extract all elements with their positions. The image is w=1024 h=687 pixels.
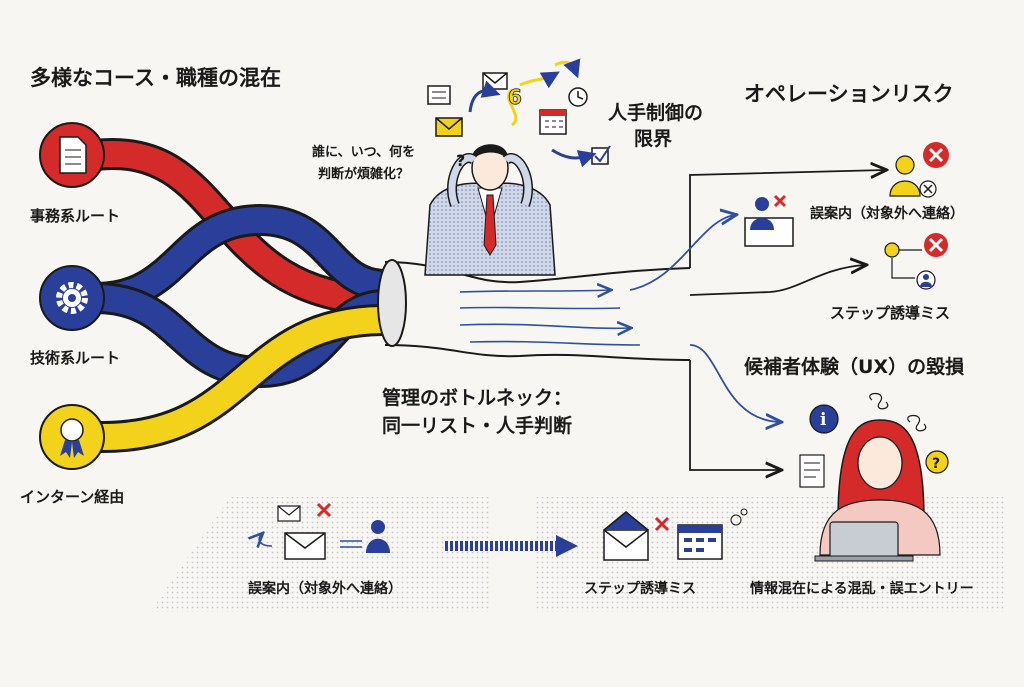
bottom-label-step-error: ステップ誘導ミス <box>584 581 696 597</box>
gear-icon <box>39 265 105 331</box>
heading-operation-risk: オペレーションリスク <box>744 82 954 106</box>
envelope-yellow-icon <box>435 117 463 137</box>
risk-ux-damage-label: 候補者体験（UX）の毀損 <box>744 356 965 378</box>
manager-question-line2: 判断が煩雑化？ <box>318 167 410 182</box>
ribbon-award-icon <box>39 404 105 470</box>
manual-control-limit: 人手制御の 限界 <box>608 100 703 152</box>
route-label-office: 事務系ルート <box>30 207 121 225</box>
bottom-step-error-icon <box>603 508 748 561</box>
flow-arrows <box>459 170 885 470</box>
frustrated-candidate-illustration: i ? <box>799 392 949 562</box>
step-error-icon <box>884 233 948 290</box>
svg-text:?: ? <box>932 456 940 472</box>
risk-misdirected-label: 誤案内（対象外へ連絡） <box>810 206 964 222</box>
route-label-technical: 技術系ルート <box>30 349 121 367</box>
route-pipes <box>94 138 387 454</box>
risk-step-error-label: ステップ誘導ミス <box>830 304 951 322</box>
calendar-icon <box>539 109 567 135</box>
manager-question-line1: 誰に、いつ、何を <box>312 145 416 160</box>
bottom-misdirect-icon <box>259 502 390 560</box>
envelope-icon <box>482 72 508 90</box>
memo-icon <box>427 85 451 105</box>
svg-text:i: i <box>820 410 827 430</box>
clock-icon <box>568 87 588 107</box>
number-6-icon: 6 <box>508 85 522 109</box>
limit-line1: 人手制御の <box>608 102 704 124</box>
bottom-label-misdirected: 誤案内（対象外へ連絡） <box>248 581 402 597</box>
swirl-arrows-icon <box>468 58 597 168</box>
stressed-manager-illustration <box>424 144 556 276</box>
bottleneck-line2: 同一リスト・人手判断 <box>382 415 573 437</box>
question-mark-icon: ? <box>456 151 465 170</box>
user-error-icon <box>889 142 949 198</box>
heading-mixed-courses: 多様なコース・職種の混在 <box>30 66 281 90</box>
bottleneck-line1: 管理のボトルネック： <box>382 387 573 409</box>
bottom-label-info-confusion: 情報混在による混乱・誤エントリー <box>750 581 974 597</box>
laptop-user-icon <box>744 194 794 247</box>
route-label-intern: インターン経由 <box>20 488 125 506</box>
limit-line2: 限界 <box>634 128 673 150</box>
manager-question: 誰に、いつ、何を 判断が煩雑化？ <box>312 142 415 186</box>
bottleneck-label: 管理のボトルネック： 同一リスト・人手判断 <box>382 384 572 440</box>
bottom-big-arrow-head <box>556 535 578 557</box>
document-icon <box>39 122 105 188</box>
